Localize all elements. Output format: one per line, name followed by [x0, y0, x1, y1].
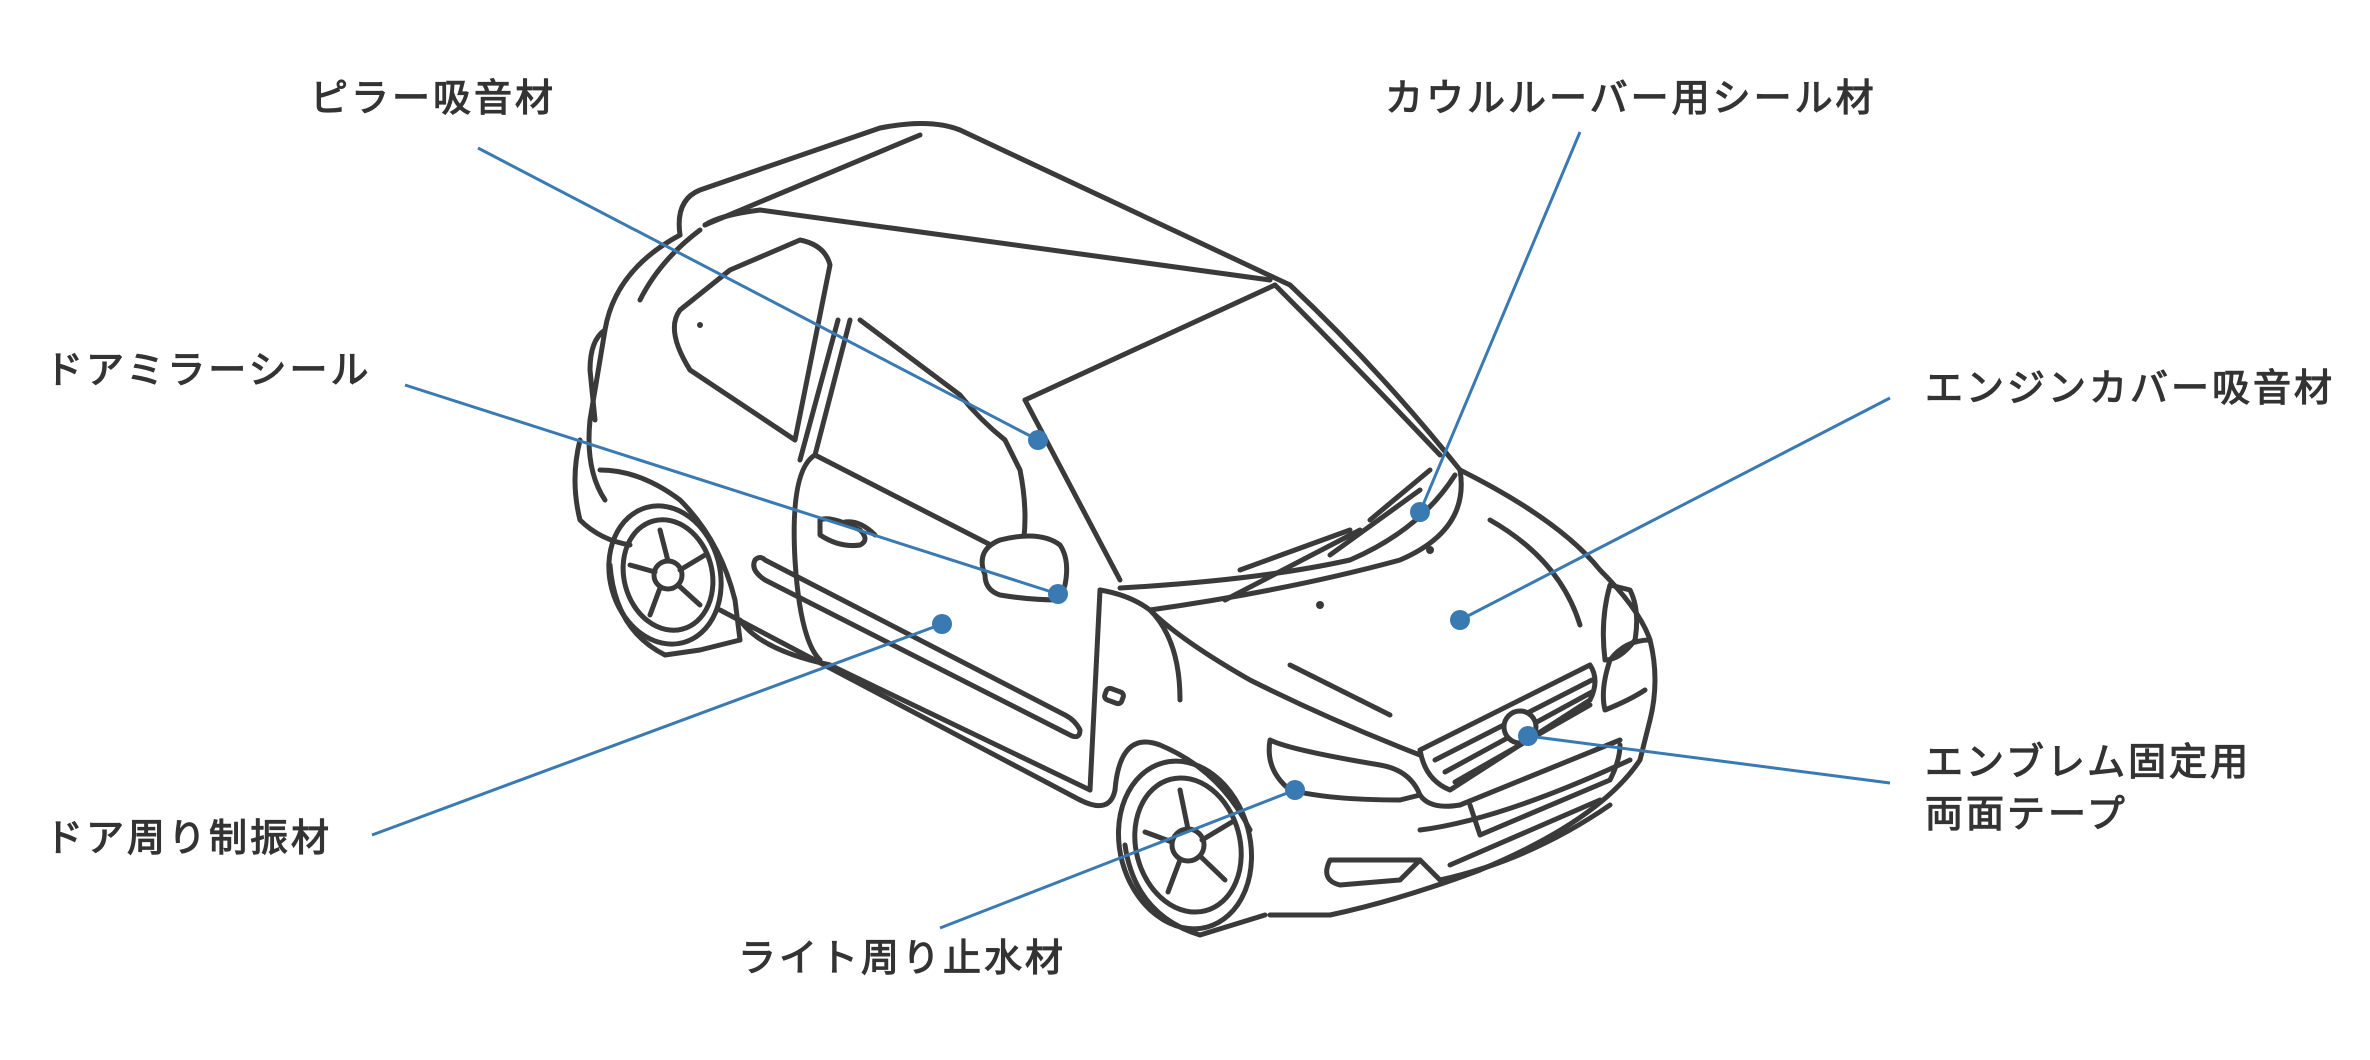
dot-pillar — [1028, 430, 1048, 450]
dot-cowl-louver — [1410, 502, 1430, 522]
dot-door-damping — [932, 614, 952, 634]
label-door-mirror-seal: ドアミラーシール — [45, 348, 372, 392]
dot-engine-cover — [1450, 610, 1470, 630]
leader-door-mirror — [404, 383, 1059, 596]
dot-light-seal — [1285, 780, 1305, 800]
leader-engine-cover — [1459, 396, 1891, 622]
dot-door-mirror — [1048, 584, 1068, 604]
label-cowl-louver-seal: カウルルーバー用シール材 — [1385, 76, 1877, 120]
leader-pillar — [477, 146, 1039, 442]
dot-emblem — [1518, 726, 1538, 746]
callout-dots — [932, 430, 1538, 800]
leader-door-damping — [371, 622, 943, 837]
leader-cowl-louver — [1418, 131, 1582, 513]
label-emblem-line2: 両面テープ — [1925, 792, 2128, 836]
label-door-damping: ドア周り制振材 — [45, 816, 333, 860]
label-emblem-tape: エンブレム固定用 両面テープ — [1925, 736, 2251, 840]
label-emblem-line1: エンブレム固定用 — [1925, 740, 2252, 784]
label-light-seal: ライト周り止水材 — [738, 936, 1067, 980]
label-engine-cover-absorber: エンジンカバー吸音材 — [1925, 366, 2336, 410]
label-pillar-sound-absorber: ピラー吸音材 — [310, 76, 557, 120]
car-outline — [572, 121, 1658, 938]
leader-lines — [371, 131, 1891, 930]
leader-emblem — [1527, 734, 1891, 785]
leader-light-seal — [939, 788, 1296, 930]
